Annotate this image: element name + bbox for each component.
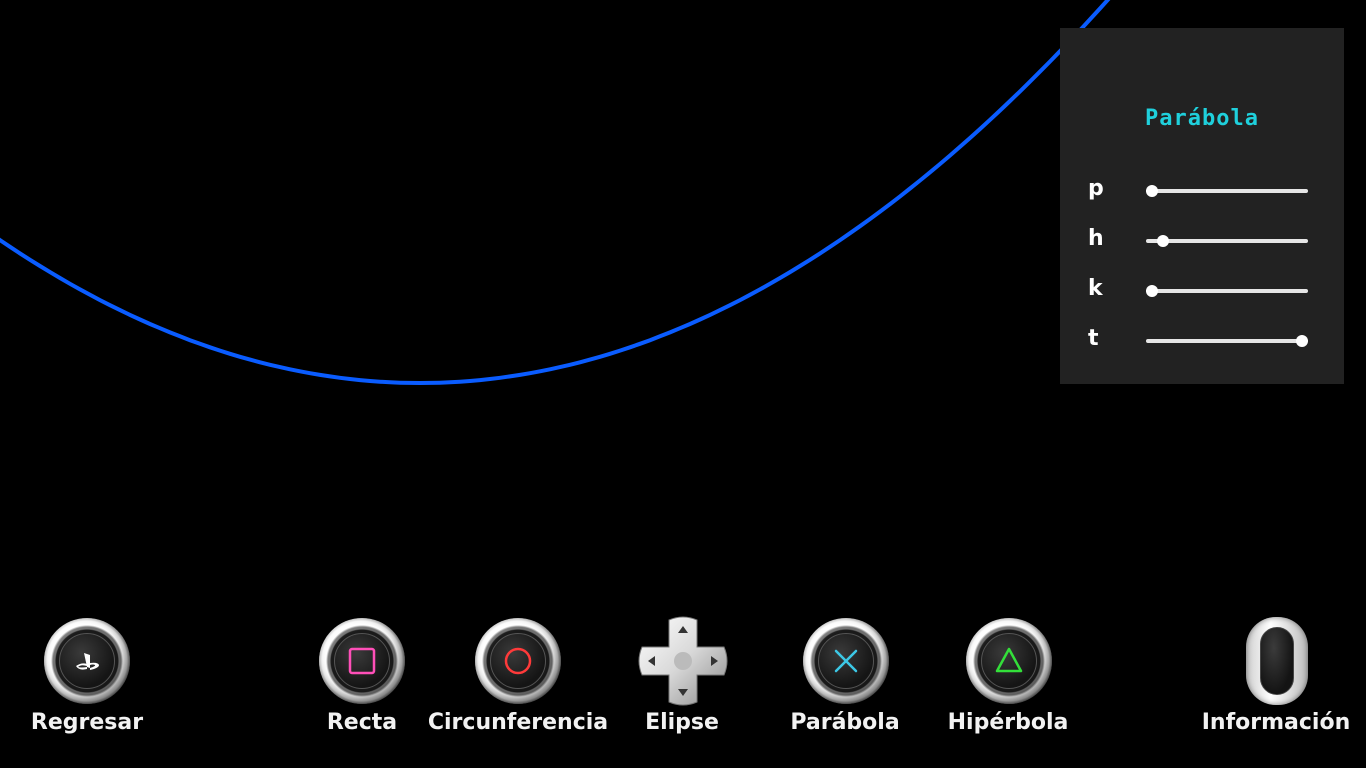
slider-h[interactable]	[1146, 235, 1308, 247]
slider-k[interactable]	[1146, 285, 1308, 297]
slider-label-h: h	[1088, 226, 1104, 251]
slider-thumb-h[interactable]	[1156, 235, 1169, 247]
parameter-panel: Parábola p h k t	[1060, 28, 1344, 384]
triangle-icon	[995, 647, 1023, 673]
back-button-label: Regresar	[30, 710, 144, 735]
hyperbola-button-label: Hipérbola	[947, 710, 1069, 735]
slider-thumb-t[interactable]	[1296, 335, 1308, 347]
analog-stick-icon	[1246, 617, 1308, 705]
slider-row-t: t	[1060, 326, 1344, 356]
slider-t[interactable]	[1146, 335, 1308, 347]
circle-button-label: Circunferencia	[427, 710, 609, 735]
info-button-label: Información	[1201, 710, 1351, 735]
ellipse-button-label: Elipse	[645, 710, 719, 735]
parabola-button-label: Parábola	[790, 710, 900, 735]
slider-row-p: p	[1060, 176, 1344, 206]
parabola-curve	[0, 0, 1111, 386]
line-button-label: Recta	[326, 710, 398, 735]
cross-icon	[834, 649, 858, 673]
square-icon	[348, 647, 376, 675]
slider-label-k: k	[1088, 276, 1103, 301]
slider-label-p: p	[1088, 176, 1104, 201]
slider-thumb-k[interactable]	[1146, 285, 1158, 297]
playstation-logo-icon	[76, 653, 99, 670]
slider-thumb-p[interactable]	[1146, 185, 1158, 197]
panel-title: Parábola	[1145, 106, 1259, 131]
slider-p[interactable]	[1146, 185, 1308, 197]
circle-icon	[504, 647, 532, 675]
slider-label-t: t	[1088, 326, 1099, 351]
slider-row-k: k	[1060, 276, 1344, 306]
slider-row-h: h	[1060, 226, 1344, 256]
dpad-icon	[638, 616, 728, 706]
